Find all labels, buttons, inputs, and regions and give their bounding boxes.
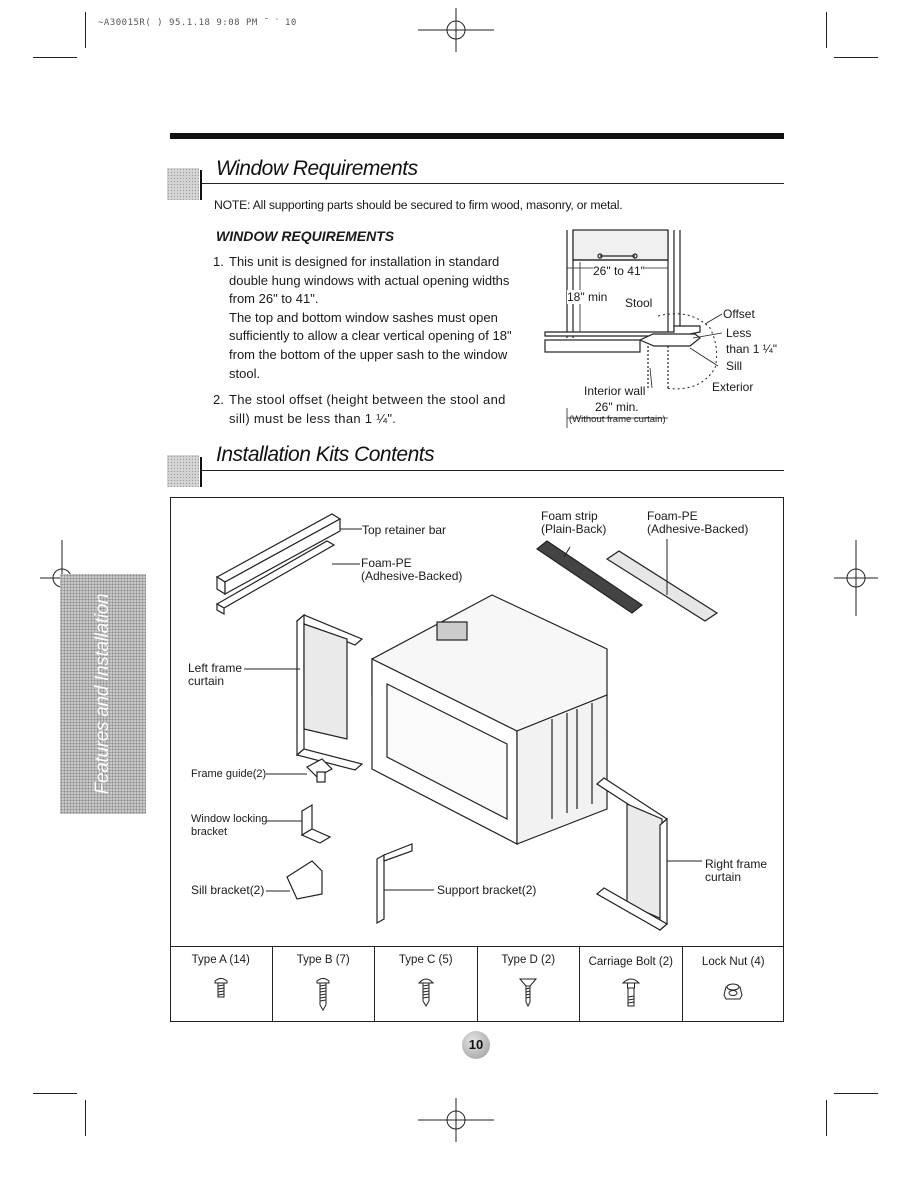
item-text: The stool offset (height between the sto… (229, 392, 506, 426)
dim-width-range: 26" to 41" (593, 264, 645, 278)
dim-min-height: 18" min (567, 290, 608, 304)
fastener-label: Type D (2) (501, 954, 556, 966)
item-number: 2. (213, 392, 224, 408)
fastener-type-d: Type D (2) (478, 947, 580, 1022)
label-top-retainer-bar: Top retainer bar (362, 523, 447, 537)
fastener-label: Type A (14) (191, 954, 250, 966)
fastener-table: Type A (14) Type B (7) Type C (5) Type D… (170, 946, 784, 1022)
section-title-window-requirements: Window Requirements (216, 157, 418, 180)
section-tick (200, 170, 202, 200)
support-note: NOTE: All supporting parts should be sec… (214, 198, 623, 212)
lock-nut-icon (723, 983, 743, 1000)
label-stool: Stool (625, 296, 653, 310)
label-sill-bracket: Sill bracket(2) (191, 883, 265, 897)
crop-mark (33, 1093, 77, 1094)
fastener-type-b: Type B (7) (273, 947, 375, 1022)
registration-mark-bottom (418, 1098, 494, 1142)
fastener-label: Type B (7) (296, 954, 350, 966)
list-item: 1. This unit is designed for installatio… (213, 253, 523, 383)
registration-mark-top (418, 8, 494, 52)
flat-head-screw-icon (519, 978, 538, 1007)
round-head-screw-icon (417, 978, 434, 1007)
carriage-bolt-icon (621, 978, 640, 1007)
crop-mark (826, 12, 827, 48)
section-rule (202, 470, 784, 471)
kit-label-line: curtain (705, 870, 742, 884)
fastener-type-c: Type C (5) (375, 947, 478, 1022)
kit-label-line: (Adhesive-Backed) (647, 522, 749, 536)
fastener-label: Lock Nut (4) (701, 956, 765, 968)
kit-label-line: (Adhesive-Backed) (361, 569, 463, 583)
crop-mark (33, 57, 77, 58)
registration-mark-right (834, 540, 878, 616)
kit-label-line: bracket (191, 826, 228, 838)
label-foam-pe-2: Foam-PE (Adhesive-Backed) (647, 510, 748, 536)
side-tab: Features and Installation (60, 574, 146, 814)
crop-mark (85, 12, 86, 48)
section-marker (167, 168, 199, 200)
short-screw-icon (214, 978, 228, 998)
fastener-label: Type C (5) (398, 954, 453, 966)
label-foam-pe-1: Foam-PE (Adhesive-Backed) (361, 557, 462, 583)
label-support-bracket: Support bracket(2) (437, 883, 537, 897)
kit-label-line: Foam-PE (647, 509, 698, 523)
label-foam-strip: Foam strip (Plain-Back) (541, 510, 606, 536)
label-less: Less (726, 326, 752, 340)
section-rule (202, 183, 784, 184)
kit-illustration (215, 513, 719, 932)
label-frame-guide: Frame guide(2) (191, 768, 267, 780)
label-interior-wall: Interior wall (584, 384, 646, 398)
fastener-carriage-bolt: Carriage Bolt (2) (580, 947, 683, 1022)
item-number: 1. (213, 254, 224, 269)
dim-min-width-note: (Without frame curtain) (569, 414, 666, 425)
crop-mark (85, 1100, 86, 1136)
top-rule (170, 133, 784, 139)
fastener-lock-nut: Lock Nut (4) (683, 947, 785, 1022)
dim-min-width: 26" min. (595, 400, 639, 414)
kit-label-line: curtain (188, 674, 225, 688)
list-item: 2. The stool offset (height between the … (213, 391, 523, 428)
kit-label-line: Foam strip (541, 509, 598, 523)
label-right-frame-curtain: Right frame curtain (705, 858, 767, 884)
section-marker (167, 455, 199, 487)
page-number: 10 (462, 1031, 490, 1059)
print-header: ~A30015R( ) 95.1.18 9:08 PM ˜ ˋ 10 (98, 18, 297, 28)
window-diagram (544, 229, 723, 428)
side-tab-label: Features and Installation (92, 593, 113, 795)
requirements-list: 1. This unit is designed for installatio… (213, 253, 523, 434)
kit-label-line: Window locking (191, 813, 268, 825)
label-offset: Offset (723, 307, 755, 321)
label-window-locking-bracket: Window locking bracket (191, 813, 267, 839)
section-title-installation-kits: Installation Kits Contents (216, 443, 435, 466)
item-text: The top and bottom window sashes must op… (229, 309, 512, 381)
long-screw-icon (316, 978, 330, 1011)
kit-label-line: (Plain-Back) (541, 522, 607, 536)
subheading: WINDOW REQUIREMENTS (216, 228, 395, 244)
kit-label-line: Left frame (188, 661, 243, 675)
label-left-frame-curtain: Left frame curtain (188, 662, 242, 688)
item-text: This unit is designed for installation i… (229, 254, 510, 307)
kit-label-line: Right frame (705, 857, 768, 871)
section-tick (200, 457, 202, 487)
fastener-type-a: Type A (14) (170, 947, 273, 1022)
label-than: than 1 ¼" (726, 342, 777, 356)
fastener-label: Carriage Bolt (2) (588, 956, 673, 968)
crop-mark (826, 1100, 827, 1136)
crop-mark (834, 57, 878, 58)
label-exterior: Exterior (712, 380, 754, 394)
kit-label-line: Foam-PE (361, 556, 412, 570)
crop-mark (834, 1093, 878, 1094)
label-sill: Sill (726, 359, 743, 373)
